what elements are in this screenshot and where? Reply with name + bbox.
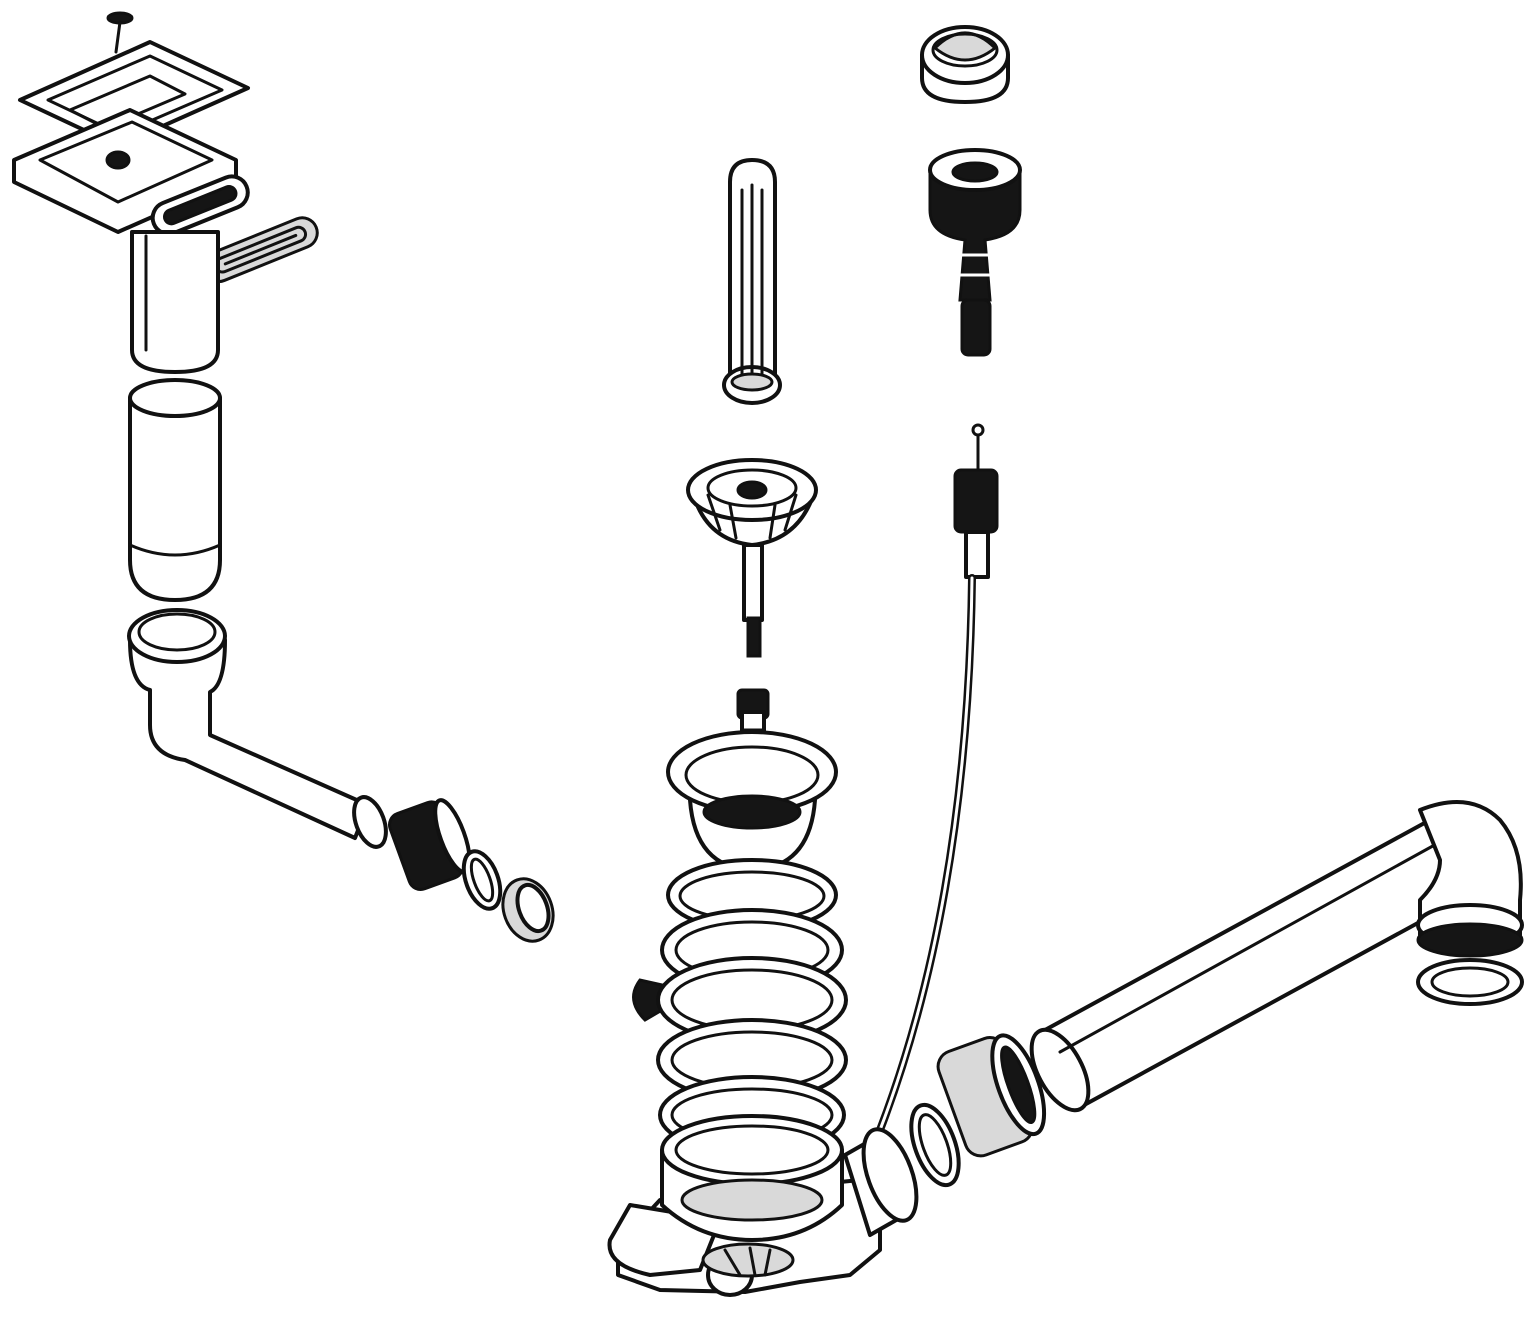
drain-elbow [1416,800,1524,958]
knob-valve [928,148,1022,357]
pop-up-knob [920,25,1010,104]
overflow-screw [106,11,134,54]
standpipe-rod [722,158,782,405]
overflow-gaskets [150,174,319,284]
bowden-cable [876,423,999,1134]
drain-pipe [1029,818,1462,1113]
connector-nut [936,1033,1047,1158]
basket-strainer [686,458,818,658]
outlet-connector [843,1102,961,1237]
drain-elbow-seal [1416,958,1524,1006]
waste-gaskets [632,730,848,1242]
overflow-upper-pipe [130,230,220,374]
overflow-seal-rings [461,849,555,943]
overflow-elbow [127,608,370,840]
overflow-lower-pipe [128,378,222,602]
overflow-nut [352,795,472,891]
